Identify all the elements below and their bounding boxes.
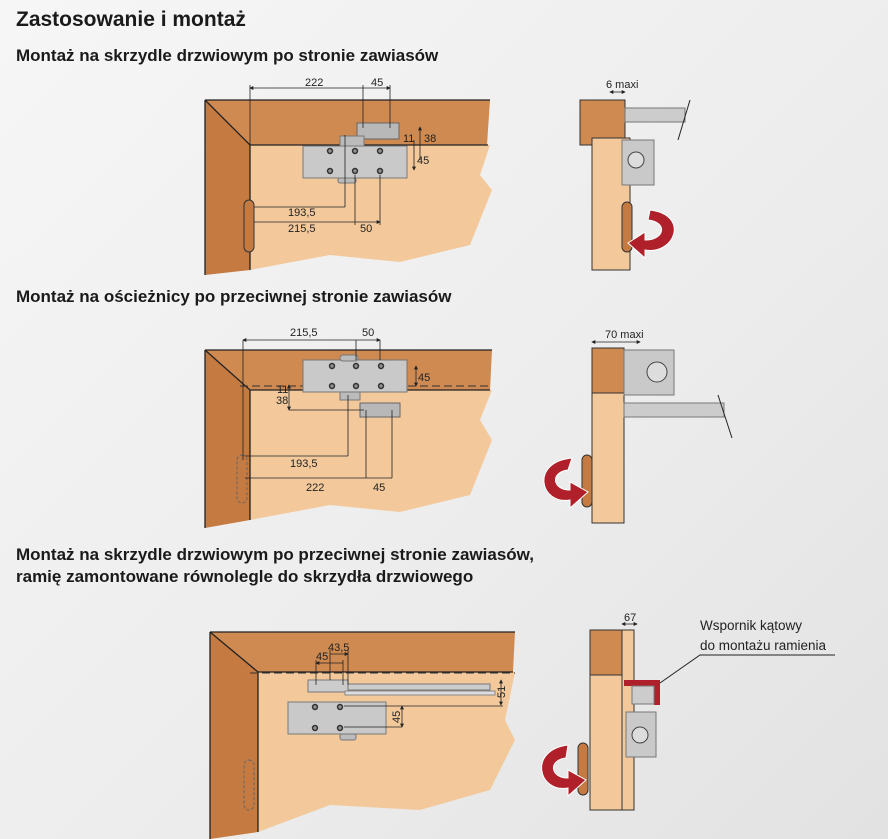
callout-line-1: Wspornik kątowy [700,618,802,633]
section-3-heading-line2: ramię zamontowane równolegle do skrzydła… [16,567,474,586]
dim-45b: 45 [373,482,385,494]
dim-51: 51 [496,686,508,698]
diagram-1-side: 6 maxi [579,79,691,271]
dim-38: 38 [424,133,436,145]
dim-70-maxi: 70 maxi [605,329,644,341]
dim-222: 222 [306,482,324,494]
dim-6-maxi: 6 maxi [606,79,638,91]
dim-45: 45 [418,372,430,384]
dim-11: 11 [277,384,288,396]
dim-11: 11 [403,133,414,145]
dim-45b: 45 [417,155,429,167]
dim-222: 222 [305,77,323,89]
dim-38: 38 [276,395,288,407]
diagram-3-side: 67 Wspornik kątowy do montażu ramienia [541,612,835,811]
callout-line-2: do montażu ramienia [700,638,827,653]
diagram-2-front: 215,5 50 45 11 38 193,5 222 45 [204,327,492,528]
dim-43-5: 43,5 [328,642,349,654]
diagram-3-front: 43,5 45 51 45 [209,631,515,839]
dim-215-5: 215,5 [290,327,318,339]
dim-50: 50 [360,223,372,235]
dim-215-5: 215,5 [288,223,316,235]
section-2-heading: Montaż na ościeżnicy po przeciwnej stron… [16,287,452,306]
dim-45: 45 [371,77,383,89]
section-1-heading: Montaż na skrzydle drzwiowym po stronie … [16,46,439,65]
diagram-1-front: 222 45 38 11 45 193,5 215,5 50 [204,77,492,275]
dim-50: 50 [362,327,374,339]
page-title: Zastosowanie i montaż [16,8,246,31]
dim-193-5: 193,5 [290,458,318,470]
dim-45b: 45 [391,711,403,723]
diagram-2-side: 70 maxi [543,329,733,524]
dim-193-5: 193,5 [288,207,316,219]
dim-67: 67 [624,612,636,624]
section-3-heading: Montaż na skrzydle drzwiowym po przeciwn… [16,545,534,564]
dim-45: 45 [316,651,328,663]
